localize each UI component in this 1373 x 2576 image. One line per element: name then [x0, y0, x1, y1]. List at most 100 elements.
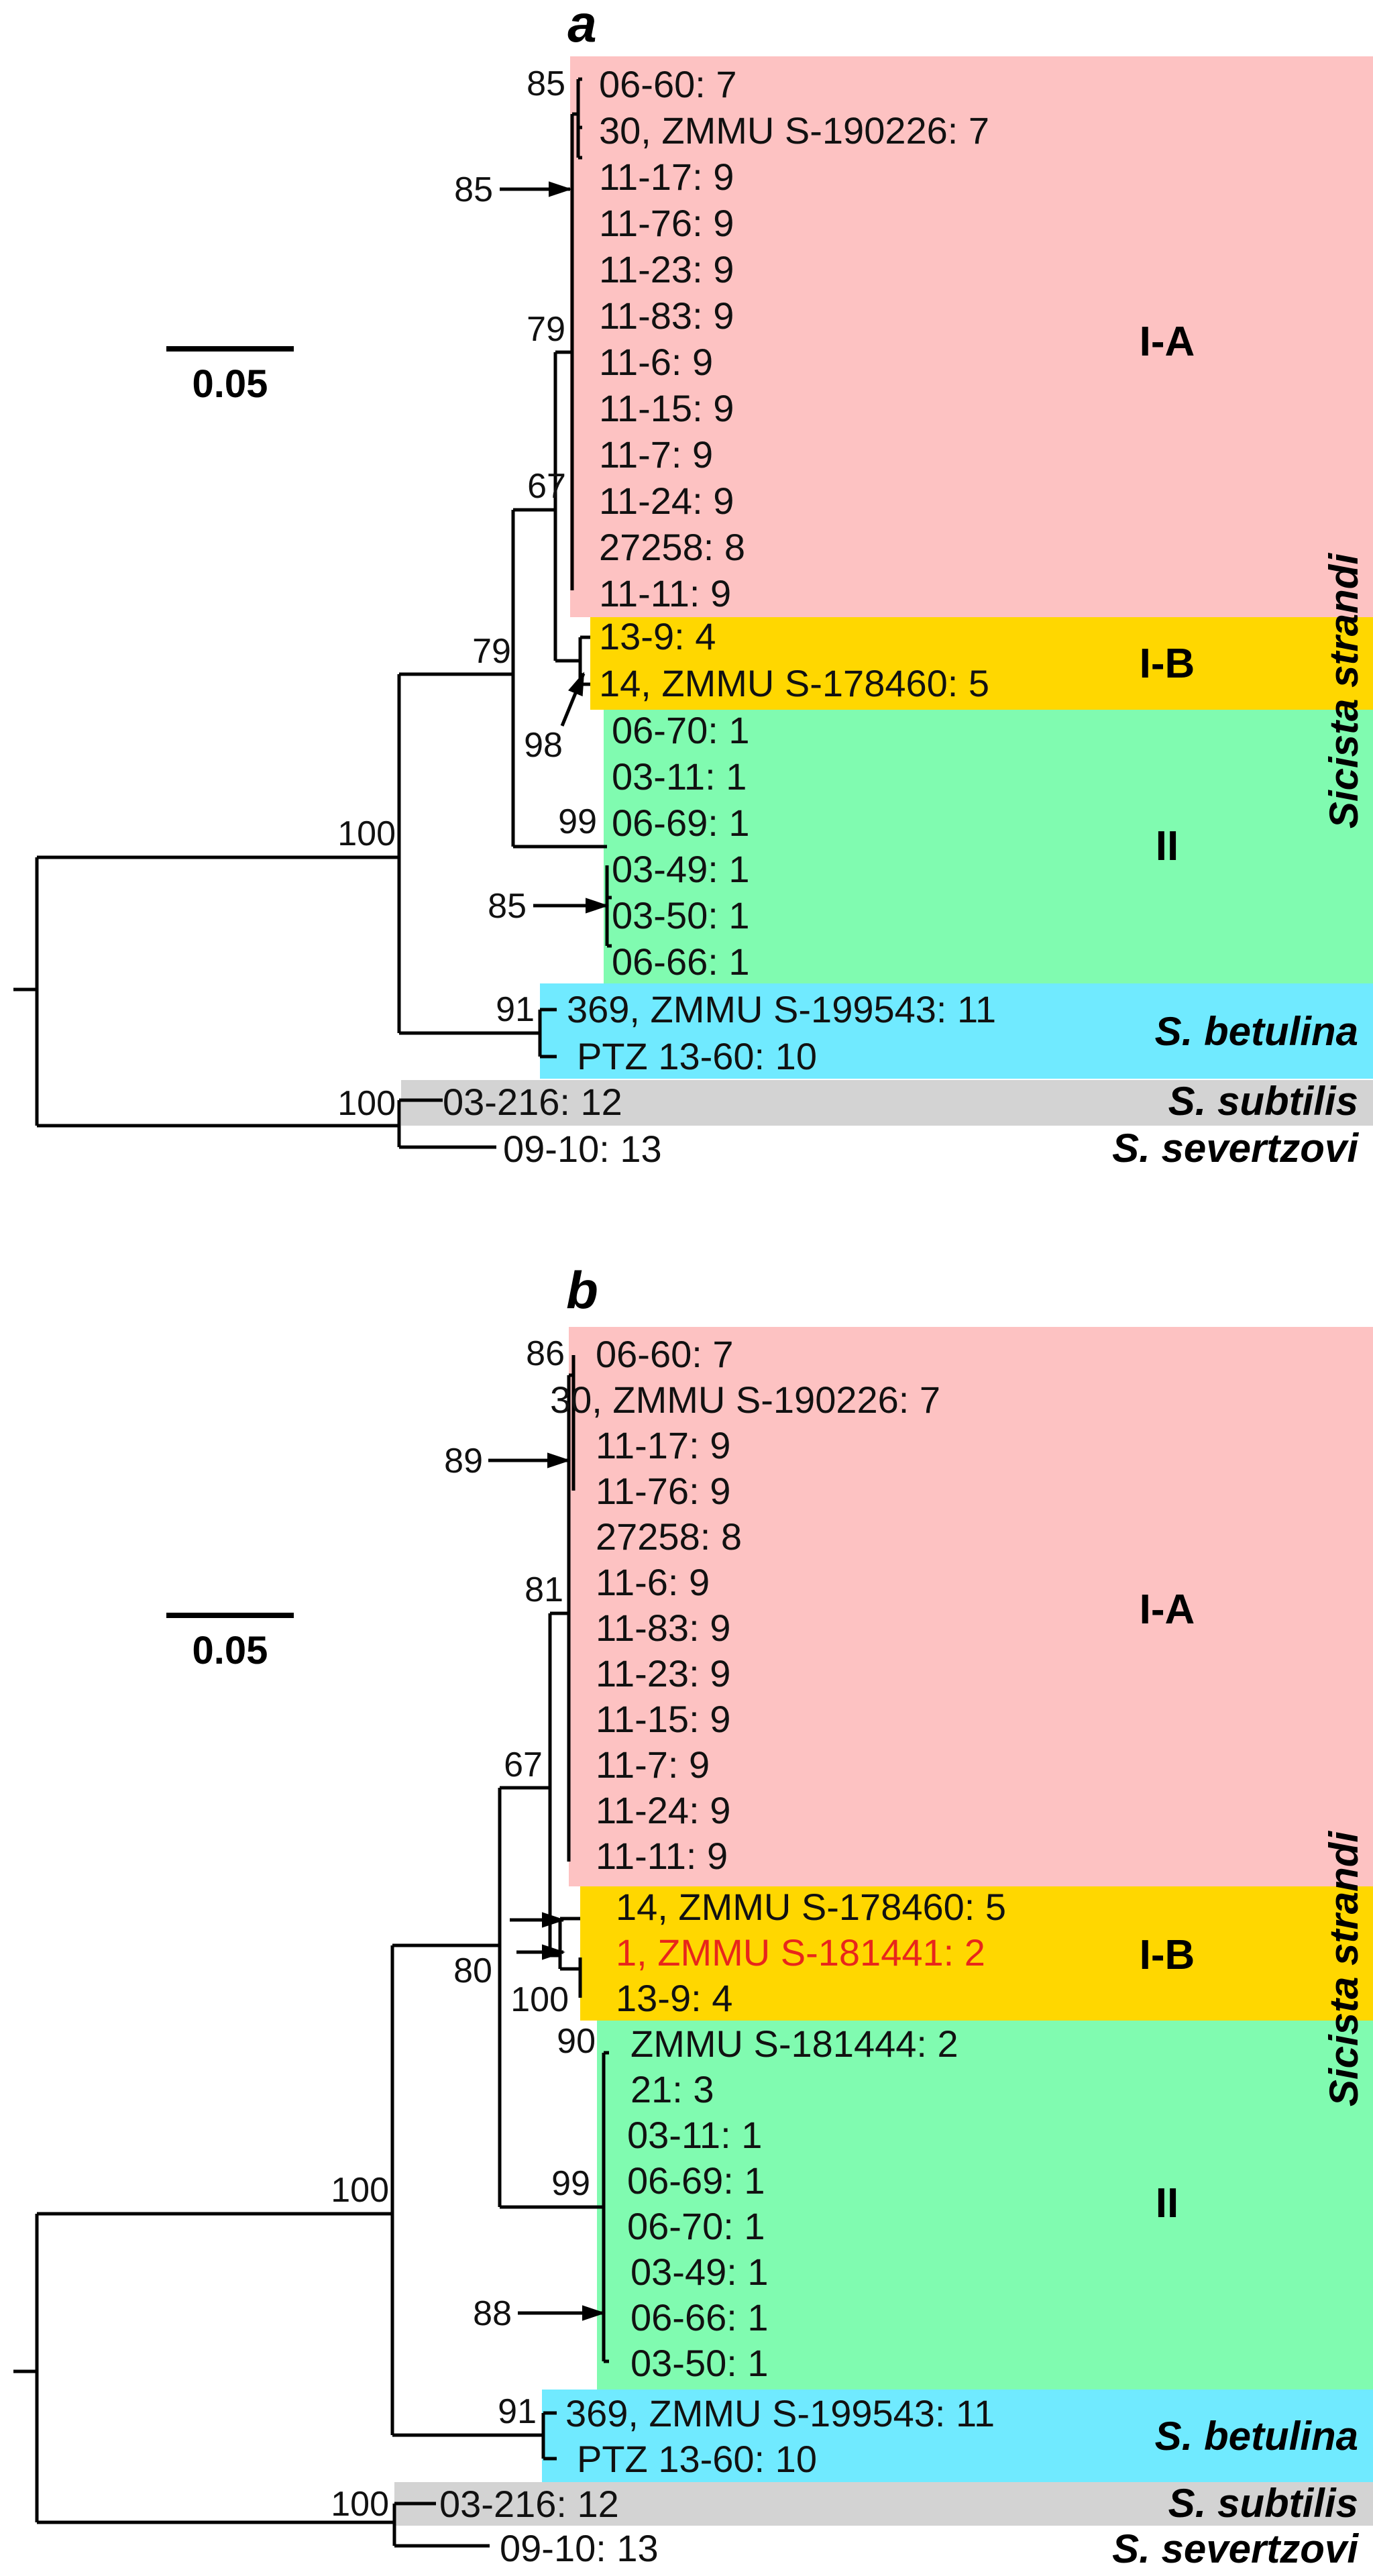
support-value: 91	[496, 990, 535, 1029]
tip-label: 11-6: 9	[599, 341, 713, 383]
tip-label-highlighted: 1, ZMMU S-181441: 2	[616, 1931, 985, 1974]
tip-label: 11-11: 9	[596, 1835, 728, 1877]
support-value: 85	[488, 887, 527, 926]
tip-label: 06-60: 7	[596, 1333, 734, 1375]
tip-label: 11-83: 9	[599, 294, 734, 337]
panel-a-label: a	[567, 0, 596, 53]
tip-label: 11-76: 9	[599, 202, 734, 244]
clade-label: II	[1156, 823, 1178, 869]
tip-label: 11-15: 9	[596, 1698, 730, 1740]
support-value: 88	[473, 2294, 512, 2333]
tip-label: 09-10: 13	[503, 1128, 662, 1170]
support-value: 80	[453, 1951, 492, 1990]
tip-label: 06-70: 1	[612, 709, 750, 751]
tip-label: 09-10: 13	[500, 2527, 659, 2569]
clade-IB-box	[590, 617, 1373, 710]
support-arrow	[560, 672, 586, 727]
tip-label: 13-9: 4	[599, 615, 716, 657]
tip-label: 03-50: 1	[630, 2342, 769, 2384]
clade-IB-box	[580, 1886, 1373, 2021]
tip-label: 30, ZMMU S-190226: 7	[550, 1379, 940, 1421]
support-value: 100	[510, 1980, 569, 2019]
support-value: 100	[331, 2171, 389, 2210]
species-vertical-label: Sicista strandi	[1321, 1831, 1366, 2106]
tip-label: 06-66: 1	[612, 941, 750, 983]
tip-label: 06-60: 7	[599, 63, 737, 105]
tip-label: 11-17: 9	[599, 156, 734, 198]
tip-label: 11-15: 9	[599, 387, 734, 429]
support-value: 81	[525, 1570, 563, 1609]
tip-label: 06-69: 1	[612, 802, 750, 844]
tip-label: 03-216: 12	[439, 2483, 619, 2525]
clade-IA-box	[570, 56, 1373, 617]
tip-label: 14, ZMMU S-178460: 5	[599, 662, 989, 704]
clade-label: II	[1156, 2180, 1178, 2226]
tip-label: 11-7: 9	[599, 433, 713, 476]
tip-label: PTZ 13-60: 10	[577, 2438, 817, 2480]
support-value: 91	[498, 2392, 537, 2431]
tip-label: 03-49: 1	[612, 848, 750, 890]
panel-a: a 0.05	[13, 0, 1373, 1171]
clade-label: I-A	[1140, 319, 1195, 365]
clade-label: I-B	[1140, 1932, 1195, 1978]
panel-b-label: b	[566, 1260, 598, 1320]
species-label: S. betulina	[1155, 1009, 1358, 1054]
scale-bar-label: 0.05	[193, 362, 268, 406]
clade-IA-box	[569, 1327, 1373, 1886]
support-value: 89	[444, 1442, 483, 1481]
tip-label: 03-49: 1	[630, 2251, 769, 2293]
tip-label: 11-76: 9	[596, 1470, 730, 1512]
tip-label: 11-23: 9	[599, 248, 734, 290]
support-value: 67	[504, 1746, 543, 1784]
species-label: S. severtzovi	[1112, 1126, 1359, 1171]
tip-label: 06-69: 1	[627, 2159, 765, 2202]
tip-label: 11-24: 9	[599, 480, 734, 522]
support-value: 86	[526, 1334, 565, 1373]
tip-label: 11-7: 9	[596, 1743, 710, 1786]
support-value: 100	[331, 2485, 389, 2524]
support-value: 98	[524, 726, 563, 765]
tip-label: 27258: 8	[596, 1515, 742, 1558]
tip-label: PTZ 13-60: 10	[577, 1035, 817, 1077]
species-vertical-label: Sicista strandi	[1321, 553, 1366, 828]
betulina-box	[540, 983, 1373, 1079]
tip-label: 03-11: 1	[627, 2114, 762, 2156]
tip-label: 11-83: 9	[596, 1607, 730, 1649]
tip-label: 11-6: 9	[596, 1561, 710, 1603]
support-value: 99	[551, 2164, 590, 2203]
clade-II-box	[597, 2021, 1373, 2390]
tip-label: 11-23: 9	[596, 1652, 730, 1695]
support-value: 85	[454, 170, 493, 209]
tip-label: 11-24: 9	[596, 1789, 730, 1831]
tip-label: 13-9: 4	[616, 1977, 732, 2019]
betulina-box	[542, 2390, 1373, 2482]
tip-label: 03-216: 12	[443, 1081, 622, 1123]
support-value: 79	[527, 310, 565, 349]
tip-label: 06-66: 1	[630, 2296, 769, 2339]
support-value: 100	[337, 814, 396, 853]
tip-label: 11-11: 9	[599, 572, 731, 614]
species-label: S. subtilis	[1168, 2481, 1358, 2526]
clade-II-box	[604, 710, 1373, 983]
tip-label: 369, ZMMU S-199543: 11	[565, 2392, 995, 2434]
tip-label: 21: 3	[630, 2068, 714, 2110]
subtilis-box	[394, 2482, 1373, 2526]
support-value: 100	[337, 1084, 396, 1123]
tip-label: 14, ZMMU S-178460: 5	[616, 1886, 1006, 1928]
support-value: 99	[558, 802, 597, 841]
tip-label: 03-50: 1	[612, 894, 750, 936]
tip-label: ZMMU S-181444: 2	[630, 2023, 958, 2065]
support-value: 90	[557, 2022, 596, 2061]
tip-label: 11-17: 9	[596, 1424, 730, 1466]
clade-label: I-A	[1140, 1587, 1195, 1633]
support-value: 67	[527, 467, 566, 506]
scale-bar-label: 0.05	[193, 1629, 268, 1672]
support-value: 85	[527, 64, 565, 103]
tree-branches-a	[13, 77, 612, 1149]
subtilis-box	[401, 1080, 1373, 1126]
tip-label: 06-70: 1	[627, 2205, 765, 2247]
tip-label: 27258: 8	[599, 526, 745, 568]
panel-b: b 0.05	[13, 1260, 1373, 2571]
tip-label: 03-11: 1	[612, 755, 747, 798]
